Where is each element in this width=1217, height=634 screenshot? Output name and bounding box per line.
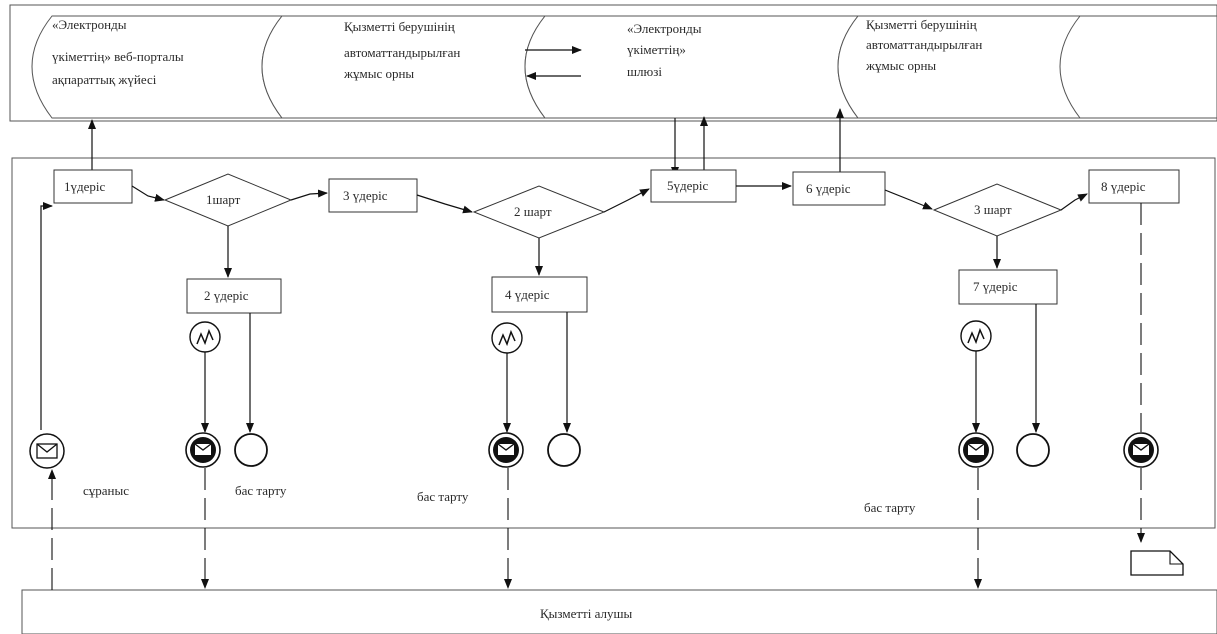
- timer-event-1: [189, 321, 221, 353]
- lane-provider-2-line3: жұмыс орны: [865, 58, 936, 73]
- lane-portal-line3: ақпараттық жүйесі: [52, 72, 157, 87]
- lane-provider-workstation-2-tail: [1080, 15, 1217, 119]
- envelope-icon: [967, 443, 985, 455]
- condition-label-c2: 2 шарт: [514, 204, 552, 219]
- flow-p1-to-c1: [131, 185, 165, 202]
- lane-provider-2-line1: Қызметті берушінің: [866, 17, 977, 32]
- process-label-p2: 2 үдеріс: [204, 288, 249, 303]
- process-box-p2: 2 үдеріс: [186, 278, 282, 314]
- result-message-event-1: [185, 432, 221, 468]
- condition-label-c3: 3 шарт: [974, 202, 1012, 217]
- wave-icon: [498, 329, 516, 347]
- lane-provider-2-line2: автоматтандырылған: [866, 37, 982, 52]
- flow-c3-to-p8: [1060, 193, 1088, 211]
- lane-provider-workstation-1: Қызметті берушінің автоматтандырылған жұмы…: [261, 15, 547, 119]
- result-message-event-2: [488, 432, 524, 468]
- envelope-icon: [36, 443, 58, 459]
- process-label-p6: 6 үдеріс: [806, 181, 851, 196]
- process-label-p3: 3 үдеріс: [343, 188, 388, 203]
- process-label-p4: 4 үдеріс: [505, 287, 550, 302]
- lane-provider-1-line1: Қызметті берушінің: [344, 19, 455, 34]
- process-label-p5: 5үдеріс: [667, 178, 708, 193]
- process-box-p8: 8 үдеріс: [1088, 169, 1180, 204]
- flow-request-to-p1: [40, 202, 53, 430]
- document-icon: [1130, 550, 1184, 576]
- flow-p6-to-c3: [884, 189, 933, 210]
- recipient-label: Қызметті алушы: [540, 606, 632, 621]
- lane-gateway-line3: шлюзі: [627, 64, 662, 79]
- condition-label-c1: 1шарт: [206, 192, 241, 207]
- label-refusal-1: бас тарту: [235, 483, 287, 498]
- lane-portal-line1: «Электронды: [52, 17, 127, 32]
- label-request: сұраныс: [83, 483, 129, 498]
- flow-c1-to-p3: [290, 189, 328, 201]
- process-box-p4: 4 үдеріс: [491, 276, 588, 313]
- wave-icon: [196, 328, 214, 346]
- process-box-p6: 6 үдеріс: [792, 171, 886, 206]
- timer-event-3: [960, 320, 992, 352]
- process-label-p1: 1үдеріс: [64, 179, 105, 194]
- process-box-p5: 5үдеріс: [650, 169, 737, 203]
- lane-gateway: «Электронды үкіметтің» шлюзі: [524, 15, 860, 119]
- lane-provider-1-line2: автоматтандырылған: [344, 45, 460, 60]
- envelope-icon: [497, 443, 515, 455]
- timer-event-2: [491, 322, 523, 354]
- lane-provider-1-line3: жұмыс орны: [343, 66, 414, 81]
- start-message-event: [29, 433, 65, 469]
- lane-gateway-line2: үкіметтің»: [627, 42, 686, 57]
- process-label-p8: 8 үдеріс: [1101, 179, 1146, 194]
- lane-portal: «Электронды үкіметтің» веб-порталы ақпарат…: [31, 15, 284, 119]
- envelope-icon: [1132, 443, 1150, 455]
- wave-icon: [967, 327, 985, 345]
- flow-p3-to-c2: [416, 194, 473, 214]
- refusal-end-event-1: [234, 433, 268, 467]
- flow-c2-to-p5: [603, 188, 650, 213]
- refusal-end-event-3: [1016, 433, 1050, 467]
- recipient-band: [21, 589, 1217, 634]
- label-refusal-3: бас тарту: [864, 500, 916, 515]
- label-refusal-2: бас тарту: [417, 489, 469, 504]
- refusal-end-event-2: [547, 433, 581, 467]
- process-box-p1: 1үдеріс: [53, 169, 133, 204]
- process-label-p7: 7 үдеріс: [973, 279, 1018, 294]
- process-box-p3: 3 үдеріс: [328, 178, 418, 213]
- lane-portal-line2: үкіметтің» веб-порталы: [52, 49, 184, 64]
- envelope-icon: [194, 443, 212, 455]
- process-box-p7: 7 үдеріс: [958, 269, 1058, 305]
- lane-gateway-line1: «Электронды: [627, 21, 702, 36]
- result-message-event-3: [958, 432, 994, 468]
- lane-provider-workstation-2: Қызметті берушінің автоматтандырылған жұмы…: [837, 15, 1217, 119]
- result-message-event-4: [1123, 432, 1159, 468]
